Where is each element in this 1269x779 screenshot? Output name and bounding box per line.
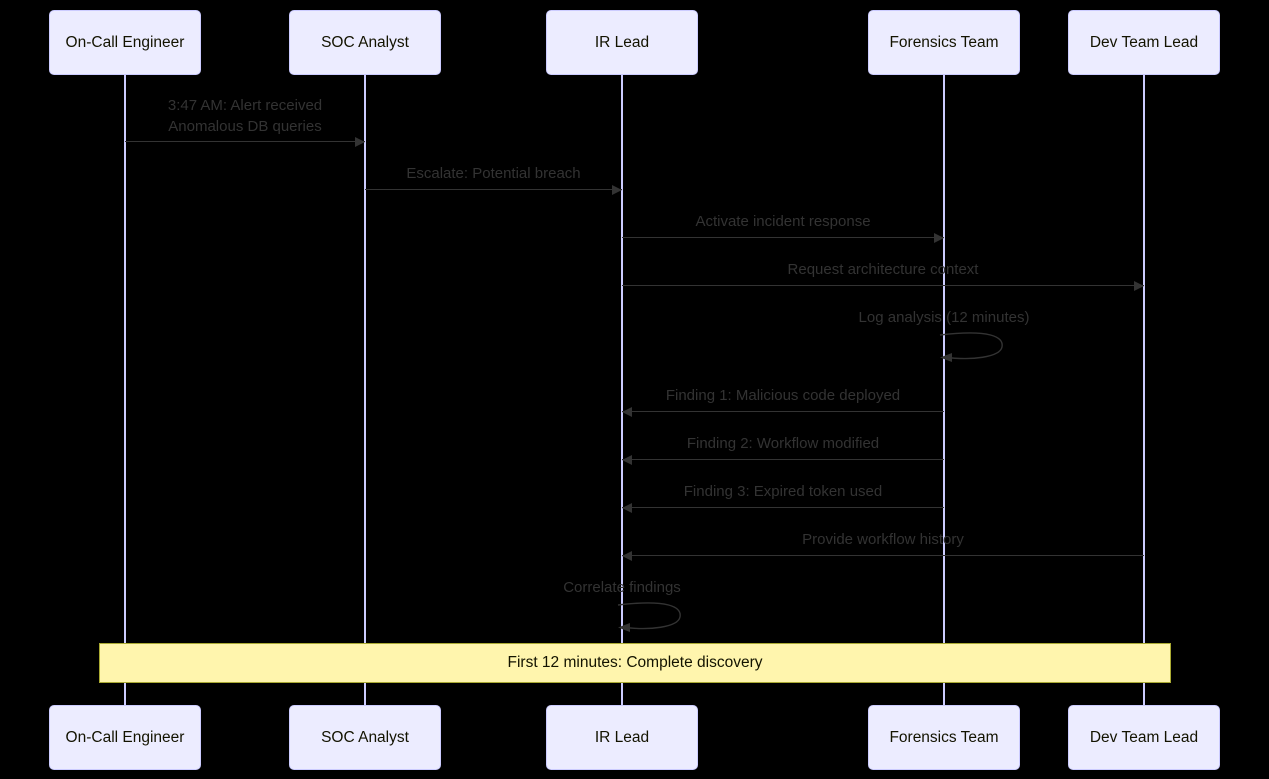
participant-label: Dev Team Lead — [1089, 33, 1199, 51]
self-message-loop-s1 — [932, 329, 1012, 369]
participant-devlead-bottom[interactable]: Dev Team Lead — [1068, 705, 1220, 770]
participant-devlead-top[interactable]: Dev Team Lead — [1068, 10, 1220, 75]
message-label-m9: Provide workflow history — [802, 531, 964, 548]
participant-label: Forensics Team — [889, 33, 999, 51]
message-label-m4: Request architecture context — [787, 261, 979, 278]
participant-soc-bottom[interactable]: SOC Analyst — [289, 705, 441, 770]
participant-label: On-Call Engineer — [65, 33, 185, 51]
note-first-12-minutes: First 12 minutes: Complete discovery — [99, 643, 1171, 683]
arrowhead-left-m8 — [622, 502, 632, 513]
participant-forensics-top[interactable]: Forensics Team — [868, 10, 1020, 75]
message-line-m6 — [622, 411, 944, 412]
arrowhead-right-m1 — [355, 136, 365, 147]
arrowhead-right-m3 — [934, 232, 944, 243]
participant-forensics-bottom[interactable]: Forensics Team — [868, 705, 1020, 770]
message-line-m2 — [365, 189, 622, 190]
arrowhead-left-m6 — [622, 406, 632, 417]
message-line-m3 — [622, 237, 944, 238]
message-label-m8: Finding 3: Expired token used — [683, 483, 883, 500]
participant-label: Dev Team Lead — [1089, 728, 1199, 746]
lifeline-devlead — [1143, 75, 1145, 705]
arrowhead-left-m7 — [622, 454, 632, 465]
participant-label: SOC Analyst — [321, 728, 409, 746]
arrowhead-right-m4 — [1134, 280, 1144, 291]
message-line-m9 — [622, 555, 1144, 556]
participant-label: SOC Analyst — [321, 33, 409, 51]
message-label-m6: Finding 1: Malicious code deployed — [665, 387, 901, 404]
participant-label: On-Call Engineer — [65, 728, 185, 746]
message-label-m3: Activate incident response — [695, 213, 871, 230]
message-line-m8 — [622, 507, 944, 508]
lifeline-oncall — [124, 75, 126, 705]
lifeline-irlead — [621, 75, 623, 705]
participant-irlead-top[interactable]: IR Lead — [546, 10, 698, 75]
self-message-label-s2: Correlate findings — [563, 579, 681, 596]
arrowhead-right-m2 — [612, 184, 622, 195]
note-label: First 12 minutes: Complete discovery — [507, 654, 763, 671]
message-line-m4 — [622, 285, 1144, 286]
message-line-m1 — [125, 141, 365, 142]
participant-irlead-bottom[interactable]: IR Lead — [546, 705, 698, 770]
participant-label: Forensics Team — [889, 728, 999, 746]
lifeline-soc — [364, 75, 366, 705]
participant-soc-top[interactable]: SOC Analyst — [289, 10, 441, 75]
message-label-m2: Escalate: Potential breach — [406, 165, 581, 182]
participant-label: IR Lead — [594, 33, 650, 51]
arrowhead-left-m9 — [622, 550, 632, 561]
self-message-loop-s2 — [610, 599, 690, 639]
message-label-m1: 3:47 AM: Alert received Anomalous DB que… — [167, 97, 323, 135]
message-label-m7: Finding 2: Workflow modified — [686, 435, 880, 452]
message-line-m7 — [622, 459, 944, 460]
lifeline-forensics — [943, 75, 945, 705]
participant-oncall-top[interactable]: On-Call Engineer — [49, 10, 201, 75]
participant-oncall-bottom[interactable]: On-Call Engineer — [49, 705, 201, 770]
participant-label: IR Lead — [594, 728, 650, 746]
self-message-label-s1: Log analysis (12 minutes) — [858, 309, 1030, 326]
